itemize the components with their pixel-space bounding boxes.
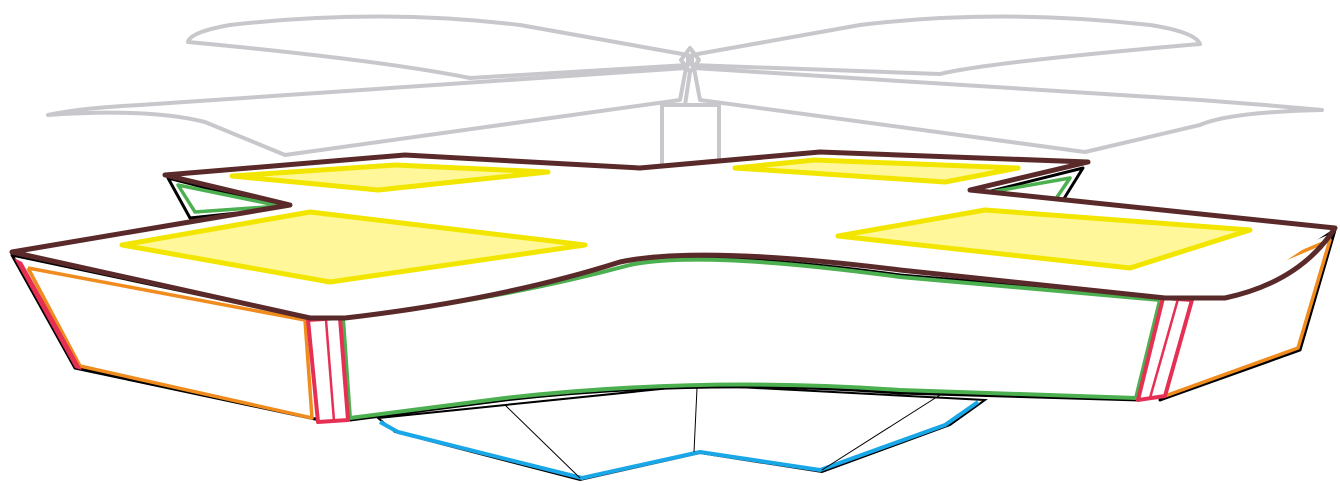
rotor-mast-link <box>683 70 692 107</box>
rotor-blade-back-right <box>690 14 1202 76</box>
underside-hull <box>375 383 988 482</box>
left-edge-strip <box>14 258 82 370</box>
left-corner-post-divider <box>324 319 336 422</box>
hull-strut-1 <box>504 404 581 479</box>
rotor-blade-front-right <box>692 66 1324 154</box>
landing-pad-back-left <box>229 162 551 193</box>
underside-rim <box>379 400 980 480</box>
hull-strut-2 <box>693 387 698 453</box>
hull-strut-3 <box>821 394 941 471</box>
rotor-hub <box>679 46 701 74</box>
rotor-blade-front-left <box>46 66 688 157</box>
back-left-notch-edge <box>176 183 282 214</box>
landing-pad-back-right <box>732 157 1021 185</box>
top-deck-edge <box>9 149 1338 321</box>
left-side-panel-edge <box>26 266 314 420</box>
right-corner-post-divider <box>1148 298 1180 399</box>
landing-pads <box>119 157 1253 285</box>
landing-pad-front-right <box>835 207 1253 271</box>
rotor-blade-back-left <box>186 14 690 80</box>
landing-pad-front-left <box>119 209 588 285</box>
